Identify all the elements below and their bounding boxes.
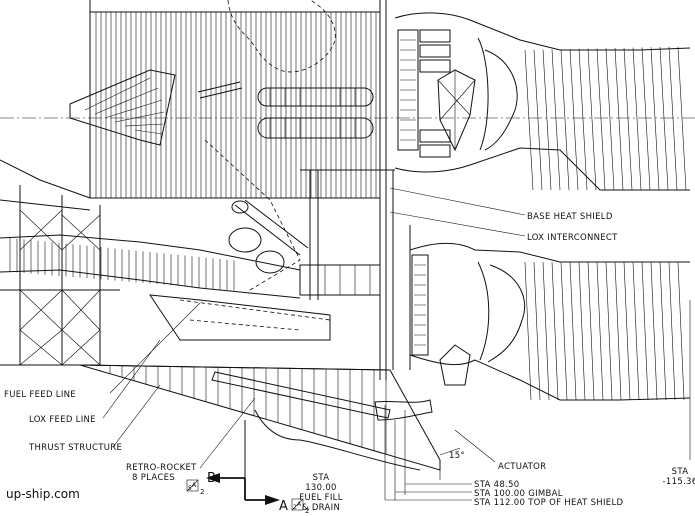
section-ref-b-top: A [192,482,197,489]
label-sta-115-b: -115.36 [663,477,695,487]
upper-engine [394,12,691,191]
inner-thrust-cone [148,294,331,341]
label-sta-130-c: FUEL FILL [299,493,343,503]
section-ref-b-right: 2 [200,488,205,496]
section-ref-a: A 2 2 [291,498,310,515]
section-ref-b-left: 5 [188,485,192,492]
label-sta-115-a: STA [672,467,689,477]
watermark: up-ship.com [6,487,80,501]
frame-lines [300,0,411,380]
label-sta-130-b: 130.00 [305,483,337,493]
section-letter-b: B [207,471,216,486]
label-lox-feed-line: LOX FEED LINE [29,415,96,425]
label-lox-interconnect: LOX INTERCONNECT [527,233,618,243]
label-thrust-structure: THRUST STRUCTURE [28,443,122,453]
lower-engine [409,242,691,401]
inner-hidden-lines [179,299,331,331]
label-sta-48: STA 48.50 [474,480,519,490]
heat-shield-cone [79,364,441,500]
label-actuator: ACTUATOR [498,462,546,472]
section-ref-a-top: A [297,501,302,508]
section-arrow-b [206,473,245,483]
label-sta-130-d: & DRAIN [302,503,340,513]
thrust-structure-lattice [0,159,120,366]
section-ref-b: A 5 2 [186,479,205,496]
label-fuel-feed-line: FUEL FEED LINE [4,390,76,400]
tank-ribs-upper [89,0,380,199]
fuel-feed-duct [0,199,309,299]
fuel-fill-line [299,170,381,300]
section-letter-a: A [279,499,288,514]
label-sta-100: STA 100.00 GIMBAL [474,489,563,499]
hidden-line-top [227,0,336,73]
label-retro-rocket-count: 8 PLACES [132,473,175,483]
label-angle: 15° [449,451,465,461]
label-base-heat-shield: BASE HEAT SHIELD [527,212,613,222]
section-arrow-a [244,478,280,505]
label-sta-130-a: STA [313,473,330,483]
label-sta-112: STA 112.00 TOP OF HEAT SHIELD [474,498,623,508]
leader-lines [102,187,691,501]
turbopump-cylinders [197,81,374,139]
section-ref-a-right: 2 [305,507,310,515]
retro-cone [69,69,176,146]
section-ref-a-left: 2 [293,504,297,511]
label-retro-rocket: RETRO-ROCKET [126,463,197,473]
